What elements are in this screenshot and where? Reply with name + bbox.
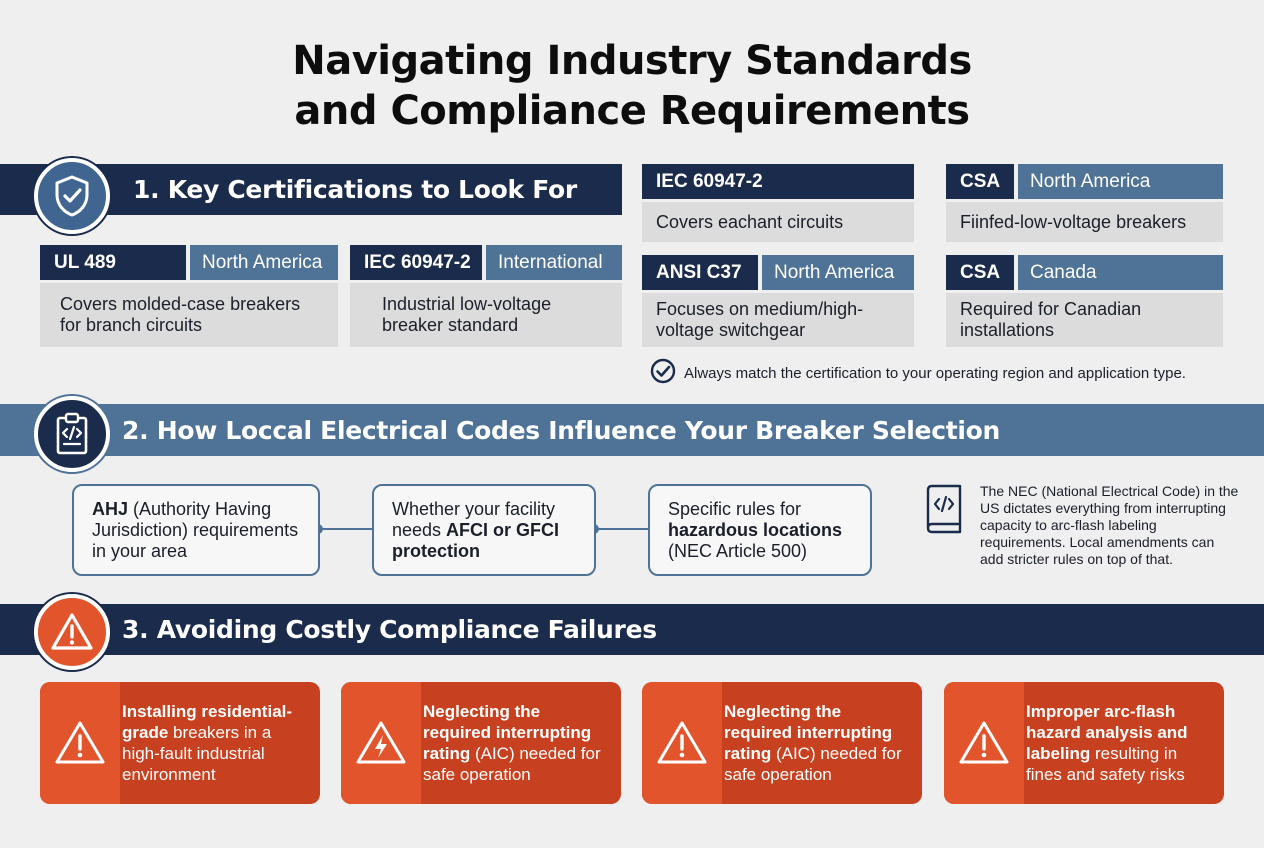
cert-description-line: breaker standard xyxy=(382,315,519,335)
cert-name: IEC 60947-2 xyxy=(642,164,914,199)
code-factor-bold: AHJ xyxy=(92,498,129,519)
lightning-warning-icon xyxy=(341,682,421,804)
section-3-heading: 3. Avoiding Costly Compliance Failures xyxy=(122,615,657,644)
nec-note: The NEC (National Electrical Code) in th… xyxy=(980,483,1239,567)
cert-description-line: voltage switchgear xyxy=(656,320,806,340)
cert-description-line: Fiinfed-low-voltage breakers xyxy=(960,211,1187,232)
page-title-line-1: Navigating Industry Standards xyxy=(292,38,972,84)
failure-text: resulting in fines and safety risks xyxy=(1026,744,1185,784)
cert-name: UL 489 xyxy=(40,245,186,280)
cert-card-iec-60947-2-international: IEC 60947-2 International Industrial low… xyxy=(350,245,622,347)
shield-check-icon xyxy=(34,158,110,234)
failure-card-arc-flash: Improper arc-flash hazard analysis and l… xyxy=(944,682,1224,804)
code-factor-afci-gfci: Whether your facility needs AFCI or GFCI… xyxy=(372,484,596,576)
cert-description-line: Industrial low-voltage xyxy=(382,294,552,314)
cert-card-ansi-c37: ANSI C37 North America Focuses on medium… xyxy=(642,255,914,347)
failure-bold: Improper arc-flash hazard analysis and l… xyxy=(1026,702,1188,763)
failure-bold: Neglecting the required interrupting rat… xyxy=(724,702,893,763)
cert-description: Required for Canadian installations xyxy=(946,293,1223,347)
failure-text: breakers in a high-fault industrial envi… xyxy=(122,723,272,784)
flow-connector xyxy=(318,528,374,530)
cert-region: North America xyxy=(190,245,338,280)
cert-card-ul-489: UL 489 North America Covers molded-case … xyxy=(40,245,338,347)
cert-region: North America xyxy=(762,255,914,290)
section-2-banner: 2. How Loccal Electrical Codes Influence… xyxy=(0,404,1264,456)
warning-icon xyxy=(944,682,1024,804)
section-2-heading: 2. How Loccal Electrical Codes Influence… xyxy=(122,415,1001,445)
cert-region: International xyxy=(486,245,622,280)
warning-icon xyxy=(34,594,110,670)
warning-icon xyxy=(40,682,120,804)
cert-description: Covers eachant circuits xyxy=(642,202,914,242)
code-factor-text: (Authority Having Jurisdiction) requirem… xyxy=(92,498,299,561)
code-factor-text: (NEC Article 500) xyxy=(668,540,808,561)
cert-name: IEC 60947-2 xyxy=(350,245,482,280)
cert-description-line: Covers molded-case breakers xyxy=(60,294,301,314)
cert-name: CSA xyxy=(946,164,1014,199)
failure-card-residential-grade: Installing residential-grade breakers in… xyxy=(40,682,320,804)
code-factor-bold: hazardous locations xyxy=(668,519,843,540)
cert-card-iec-60947-2: IEC 60947-2 Covers eachant circuits xyxy=(642,164,914,242)
cert-name: CSA xyxy=(946,255,1014,290)
flow-connector xyxy=(594,528,650,530)
page-title: Navigating Industry Standards and Compli… xyxy=(0,36,1264,136)
failure-card-interrupting-rating-2: Neglecting the required interrupting rat… xyxy=(642,682,922,804)
cert-description: Fiinfed-low-voltage breakers xyxy=(946,202,1223,242)
warning-icon xyxy=(642,682,722,804)
section-3-banner: 3. Avoiding Costly Compliance Failures xyxy=(0,604,1264,655)
code-factor-ahj: AHJ (Authority Having Jurisdiction) requ… xyxy=(72,484,320,576)
failure-text: (AIC) needed for safe operation xyxy=(423,744,601,784)
cert-card-csa-north-america: CSA North America Fiinfed-low-voltage br… xyxy=(946,164,1223,242)
code-factor-hazardous-locations: Specific rules for hazardous locations (… xyxy=(648,484,872,576)
failure-card-interrupting-rating-1: Neglecting the required interrupting rat… xyxy=(341,682,621,804)
clipboard-code-icon xyxy=(34,396,110,472)
cert-name: ANSI C37 xyxy=(642,255,758,290)
cert-description-line: for branch circuits xyxy=(60,315,203,335)
cert-description-line: installations xyxy=(960,320,1055,340)
code-factor-bold: AFCI or GFCI protection xyxy=(392,519,560,561)
cert-description: Industrial low-voltage breaker standard xyxy=(350,283,622,347)
cert-description-line: Required for Canadian xyxy=(960,299,1142,319)
cert-description: Covers molded-case breakers for branch c… xyxy=(40,283,338,347)
failure-bold: Installing residential-grade xyxy=(122,702,293,742)
cert-description-line: Covers eachant circuits xyxy=(656,211,844,232)
cert-region: North America xyxy=(1018,164,1223,199)
certification-note: Always match the certification to your o… xyxy=(650,358,1186,388)
page-title-line-2: and Compliance Requirements xyxy=(294,88,970,134)
cert-description: Focuses on medium/high- voltage switchge… xyxy=(642,293,914,347)
failure-bold: Neglecting the required interrupting rat… xyxy=(423,702,592,763)
section-1-heading: 1. Key Certifications to Look For xyxy=(133,175,577,204)
certification-note-text: Always match the certification to your o… xyxy=(684,364,1186,382)
code-factor-text: Specific rules for xyxy=(668,498,802,519)
cert-description-line: Focuses on medium/high- xyxy=(656,299,864,319)
cert-card-csa-canada: CSA Canada Required for Canadian install… xyxy=(946,255,1223,347)
code-factor-text: Whether your facility needs xyxy=(392,498,556,540)
cert-region: Canada xyxy=(1018,255,1223,290)
check-circle-icon xyxy=(650,358,676,388)
code-book-icon xyxy=(922,484,966,539)
failure-text: (AIC) needed for safe operation xyxy=(724,744,902,784)
